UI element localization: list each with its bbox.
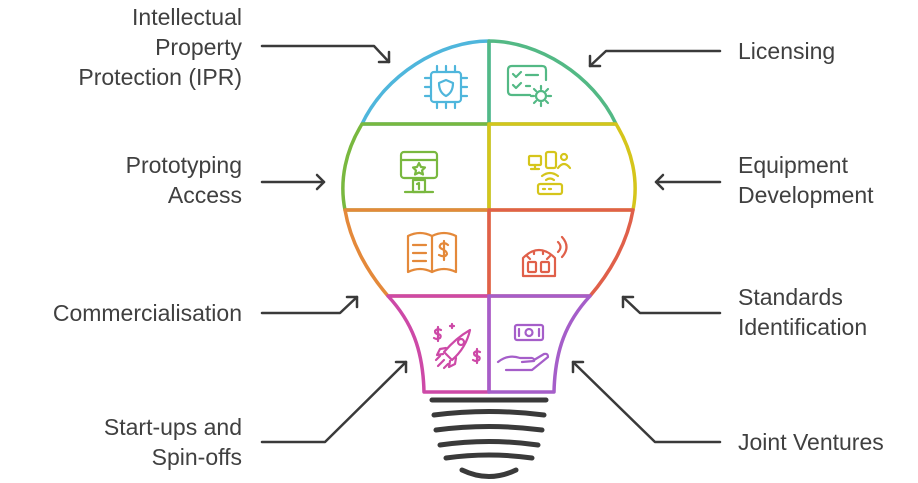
label-equipment-line-2: Development [738, 182, 874, 208]
arrow-equipment [654, 173, 722, 191]
label-prototyping-line-2: Access [167, 182, 242, 208]
arrow-commercialisation [260, 295, 359, 315]
book-dollar-icon [406, 231, 458, 274]
label-joint-ventures: Joint Ventures [738, 427, 884, 457]
segment-border-jv [487, 294, 592, 394]
label-prototyping: Prototyping Access [126, 150, 242, 210]
label-startups-line-1: Start-ups and [103, 414, 242, 440]
arrows [260, 44, 722, 444]
arrow-joint-ventures [571, 360, 722, 444]
arrow-licensing [588, 49, 722, 68]
label-licensing: Licensing [738, 36, 835, 66]
arrow-standards [621, 295, 722, 315]
label-startups: Start-ups and Spin-offs [104, 412, 242, 472]
segment-border-startups [386, 294, 491, 394]
label-prototyping-line-1: Prototyping [125, 152, 242, 178]
label-standards-line-2: Identification [738, 314, 868, 340]
label-ipr-line-3: Protection (IPR) [78, 64, 242, 90]
label-equipment: Equipment Development [738, 150, 874, 210]
label-licensing-line-1: Licensing [738, 38, 836, 64]
bulb-base [429, 397, 549, 479]
label-joint-ventures-line-1: Joint Ventures [738, 429, 884, 455]
devices-network-icon [527, 150, 572, 196]
rocket-dollar-icon [432, 322, 482, 370]
arrow-startups [260, 360, 408, 444]
label-commercialisation-line-1: Commercialisation [52, 300, 242, 326]
bulb-segments [337, 39, 489, 125]
prototype-award-icon [399, 150, 439, 194]
arrow-prototyping [260, 173, 326, 191]
label-ipr-line-2: Property [155, 34, 242, 60]
label-equipment-line-1: Equipment [738, 152, 848, 178]
checklist-gear-icon [506, 64, 553, 108]
chip-shield-icon [423, 64, 469, 110]
hand-money-icon [496, 323, 550, 372]
segment-border-standards [487, 208, 635, 298]
segment-border-equipment [487, 122, 637, 212]
label-ipr: Intellectual Property Protection (IPR) [78, 2, 242, 92]
label-standards-line-1: Standards [738, 284, 843, 310]
label-ipr-line-1: Intellectual [132, 4, 242, 30]
segment-ipr [337, 39, 489, 125]
label-startups-line-2: Spin-offs [151, 444, 242, 470]
label-commercialisation: Commercialisation [53, 298, 242, 328]
signal-gauge-icon [521, 235, 568, 278]
arrow-ipr [260, 44, 391, 64]
label-standards: Standards Identification [738, 282, 867, 342]
